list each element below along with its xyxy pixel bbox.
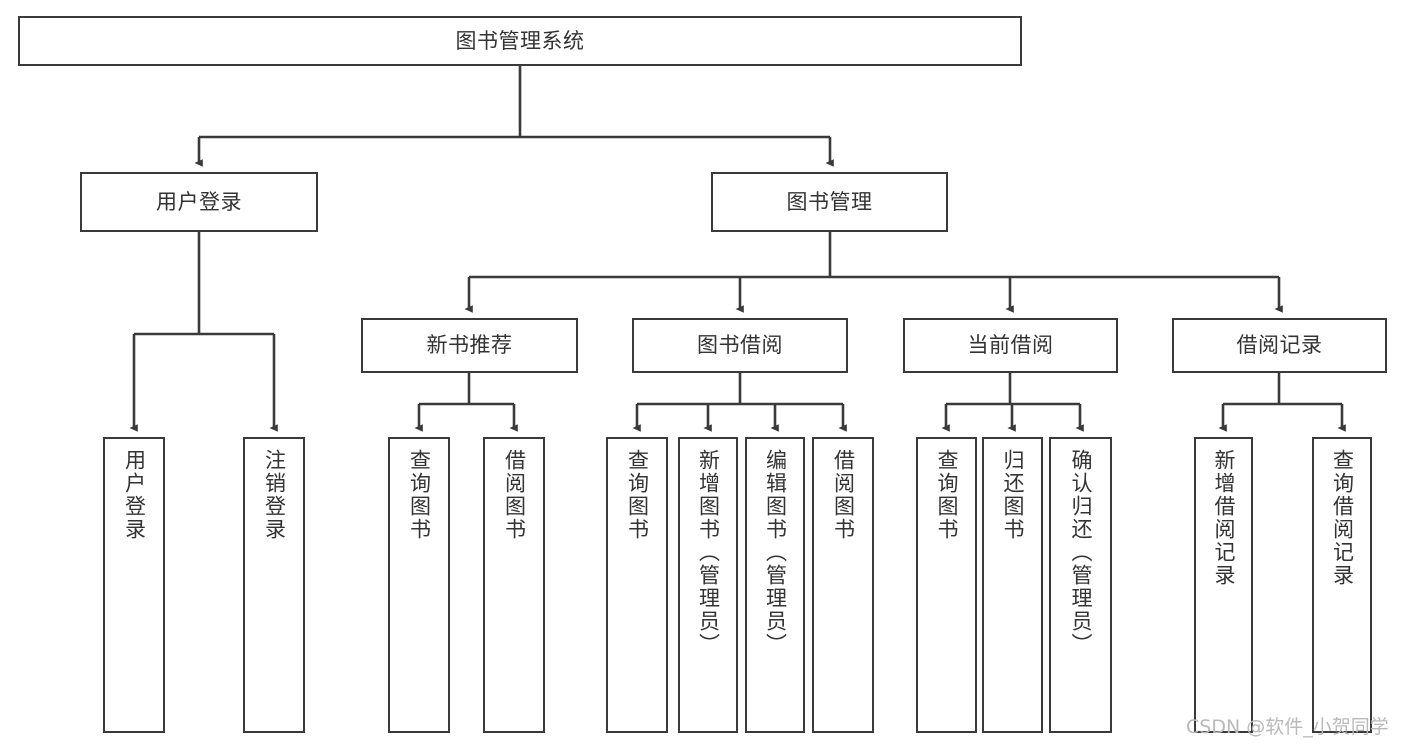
node-new-book-recommend-label: 新书推荐 xyxy=(426,333,513,358)
node-leaf-add-book-label: 新增图书（管理员） xyxy=(696,449,721,656)
node-leaf-query-book-1-label: 查询图书 xyxy=(407,449,432,541)
node-leaf-user-login-label: 用户登录 xyxy=(122,449,147,541)
node-leaf-add-book[interactable]: 新增图书（管理员） xyxy=(678,437,738,733)
node-new-book-recommend[interactable]: 新书推荐 xyxy=(361,318,578,373)
node-leaf-query-record-label: 查询借阅记录 xyxy=(1330,449,1355,587)
node-leaf-edit-book-label: 编辑图书（管理员） xyxy=(763,449,788,656)
node-user-login[interactable]: 用户登录 xyxy=(80,172,318,232)
node-leaf-borrow-book-1[interactable]: 借阅图书 xyxy=(483,437,545,733)
node-leaf-query-book-1[interactable]: 查询图书 xyxy=(388,437,450,733)
node-current-borrow[interactable]: 当前借阅 xyxy=(903,318,1118,373)
node-leaf-borrow-book-1-label: 借阅图书 xyxy=(502,449,527,541)
node-borrow-record[interactable]: 借阅记录 xyxy=(1172,318,1387,373)
node-leaf-add-record-label: 新增借阅记录 xyxy=(1212,449,1236,587)
node-borrow-record-label: 借阅记录 xyxy=(1236,333,1323,358)
node-leaf-logout[interactable]: 注销登录 xyxy=(243,437,305,733)
node-leaf-query-book-2[interactable]: 查询图书 xyxy=(606,437,668,733)
node-leaf-query-book-3-label: 查询图书 xyxy=(935,449,959,541)
node-leaf-borrow-book-2-label: 借阅图书 xyxy=(831,449,856,541)
node-book-manage-label: 图书管理 xyxy=(786,189,873,214)
node-leaf-logout-label: 注销登录 xyxy=(262,449,287,541)
node-book-borrow[interactable]: 图书借阅 xyxy=(632,318,848,373)
node-leaf-query-book-3[interactable]: 查询图书 xyxy=(916,437,977,733)
node-current-borrow-label: 当前借阅 xyxy=(967,333,1054,358)
node-leaf-add-record[interactable]: 新增借阅记录 xyxy=(1194,437,1253,733)
node-leaf-confirm-return-label: 确认归还（管理员） xyxy=(1069,449,1093,656)
node-leaf-return-book[interactable]: 归还图书 xyxy=(982,437,1043,733)
node-leaf-user-login[interactable]: 用户登录 xyxy=(103,437,165,733)
watermark: CSDN @软件_小贺同学 xyxy=(1186,716,1389,738)
node-leaf-borrow-book-2[interactable]: 借阅图书 xyxy=(812,437,874,733)
node-leaf-query-book-2-label: 查询图书 xyxy=(625,449,650,541)
node-leaf-return-book-label: 归还图书 xyxy=(1001,449,1025,541)
node-book-borrow-label: 图书借阅 xyxy=(697,333,783,358)
node-leaf-confirm-return[interactable]: 确认归还（管理员） xyxy=(1049,437,1112,733)
node-book-manage[interactable]: 图书管理 xyxy=(711,172,948,232)
node-root-label: 图书管理系统 xyxy=(455,28,585,53)
node-root-system[interactable]: 图书管理系统 xyxy=(18,16,1022,66)
node-leaf-query-record[interactable]: 查询借阅记录 xyxy=(1312,437,1372,733)
node-user-login-label: 用户登录 xyxy=(156,189,242,214)
node-leaf-edit-book[interactable]: 编辑图书（管理员） xyxy=(745,437,805,733)
